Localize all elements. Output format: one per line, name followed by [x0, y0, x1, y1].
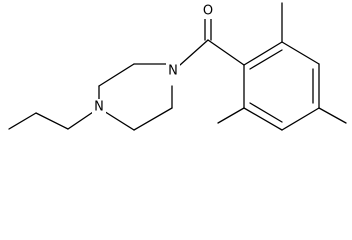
- chemical-structure: O N N: [8, 2, 347, 131]
- bond-aryl-c5-c6: [243, 107, 283, 131]
- bond-aryl-c2-c3: [281, 41, 320, 65]
- bond-methyl-right: [318, 107, 347, 124]
- bond-aryl-c1-c2: [243, 41, 283, 66]
- atom-label-nitrogen-propyl: N: [92, 99, 106, 115]
- nitrogen-propyl-label: N: [94, 100, 104, 115]
- oxygen-label: O: [203, 4, 213, 19]
- bond-lines: [8, 2, 347, 131]
- bond-n1-carbonyl: [179, 39, 209, 66]
- bond-ring-c-c-top: [98, 63, 135, 87]
- atom-label-oxygen: O: [201, 3, 215, 19]
- atom-label-nitrogen-amide: N: [166, 63, 180, 79]
- bond-carbonyl-aryl: [207, 39, 245, 66]
- bond-propyl-ch3-ch2: [8, 112, 37, 130]
- nitrogen-amide-label: N: [168, 64, 178, 79]
- bond-aryl-c5-c6-inner: [249, 102, 283, 123]
- bond-propyl-ch2-ch2: [35, 112, 69, 130]
- bond-aryl-c1-c2-inner: [249, 49, 283, 70]
- bond-ring-c-c-bottom: [133, 107, 173, 131]
- bond-aryl-c4-c5: [281, 107, 320, 131]
- bond-methyl-bottom-left: [217, 107, 245, 124]
